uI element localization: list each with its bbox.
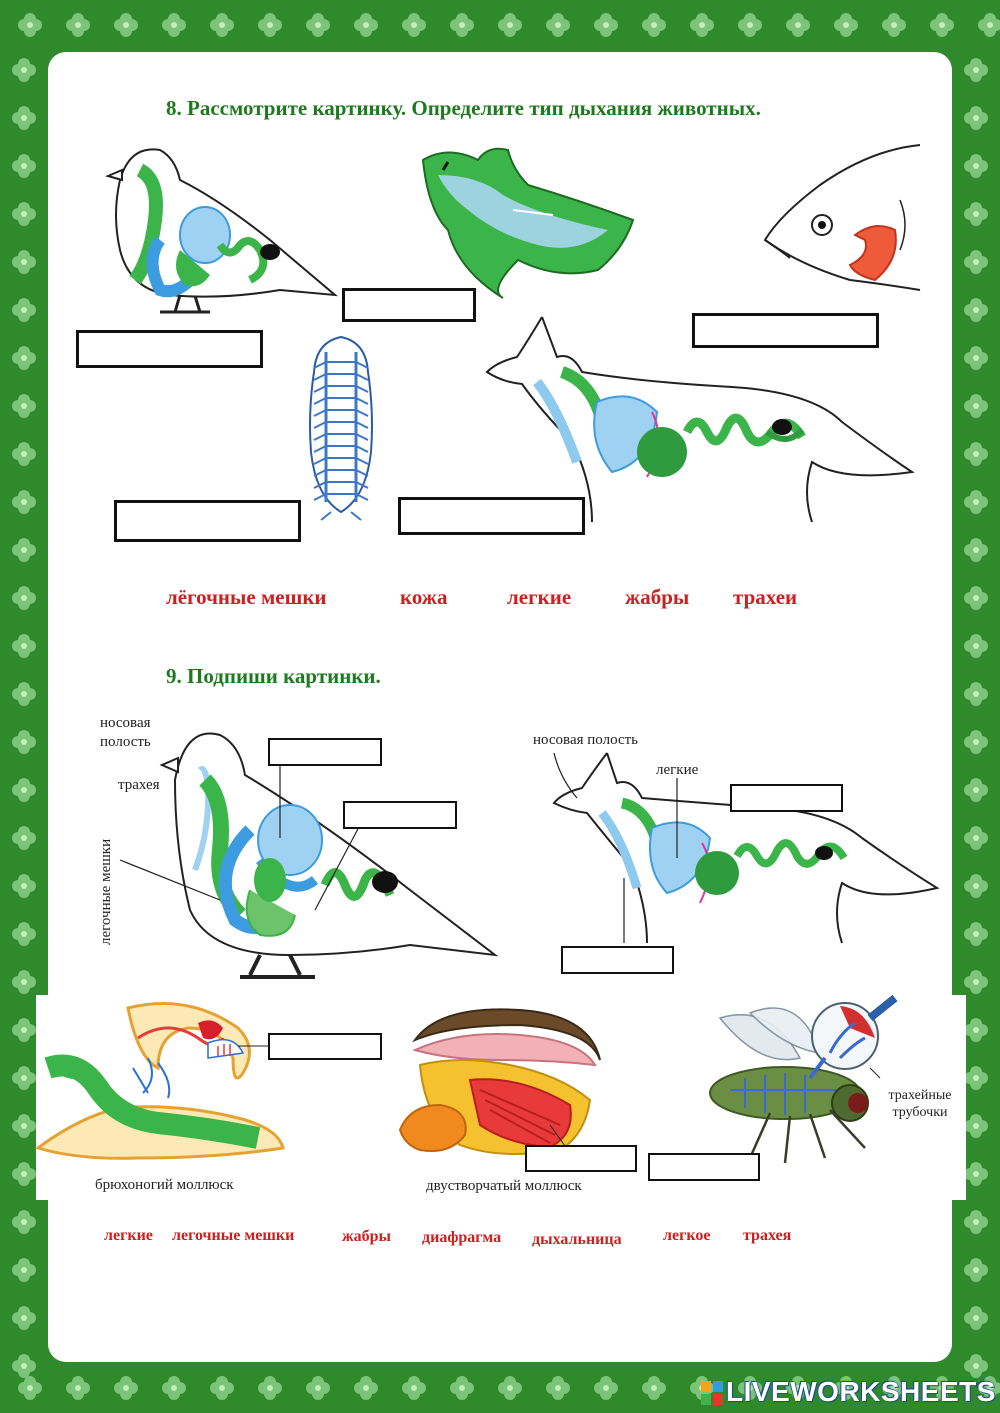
liveworksheets-logo: LIVEWORKSHEETS [700, 1376, 996, 1410]
trachea-branch [313, 469, 369, 477]
frog-skin-breathing-diagram [421, 147, 635, 299]
word9-trachea: трахея [743, 1227, 792, 1244]
fly-tracheae-diagram [709, 994, 898, 1164]
trachea-branch [313, 385, 369, 393]
liveworksheets-logo-text: LIVEWORKSHEETS [726, 1376, 996, 1407]
trachea-branch [313, 457, 369, 465]
dog-lungs-diagram [485, 316, 915, 523]
caption-gastropod: брюхоногий моллюск [95, 1177, 234, 1193]
answer-box-fish[interactable] [692, 313, 879, 348]
bivalve-mollusc-diagram [398, 1008, 601, 1155]
liveworksheets-logo-icon [701, 1381, 723, 1405]
word9-gills: жабры [342, 1228, 391, 1245]
word9-diaphragm: диафрагма [422, 1229, 502, 1246]
section8-title: 8. Рассмотрите картинку. Определите тип … [166, 96, 761, 120]
trachea-branch [313, 397, 369, 405]
answer-box-pigeon[interactable] [76, 330, 263, 368]
word-skin: кожа [400, 585, 448, 609]
label-nasal-cavity-dog: носовая полость [533, 732, 638, 748]
gastropod-mollusc-diagram [34, 1002, 285, 1160]
answer-box-fly[interactable] [648, 1153, 760, 1181]
answer-box-dog-1[interactable] [730, 784, 843, 812]
dog-respiratory-detailed-diagram [552, 752, 940, 944]
answer-box-insect[interactable] [114, 500, 301, 542]
word9-air-sacs: легочные мешки [172, 1227, 295, 1244]
answer-box-dog-2[interactable] [561, 946, 674, 974]
trachea-branch [313, 493, 369, 501]
pigeon-respiratory-diagram [105, 148, 339, 314]
answer-box-dog[interactable] [398, 497, 585, 535]
answer-box-gastropod[interactable] [268, 1033, 382, 1060]
bird-respiratory-detailed-diagram [119, 732, 499, 979]
trachea-branch [313, 361, 369, 369]
trachea-branch [313, 421, 369, 429]
label-air-sacs-bird: легочные мешки [98, 838, 114, 945]
answer-box-bird-1[interactable] [268, 738, 382, 766]
word-tracheae: трахеи [733, 585, 798, 609]
answer-box-bivalve[interactable] [525, 1145, 637, 1172]
word-gills: жабры [625, 585, 690, 609]
section9-title: 9. Подпиши картинки. [166, 664, 381, 688]
trachea-branch [313, 409, 369, 417]
label-lungs-dog: легкие [656, 762, 699, 778]
caption-bivalve: двустворчатый моллюск [426, 1178, 582, 1194]
word-air-sacs: лёгочные мешки [166, 585, 327, 609]
word9-lung: легкое [663, 1227, 711, 1244]
word9-breathing-hole: дыхальница [532, 1231, 622, 1248]
label-trachea-bird: трахея [118, 777, 160, 793]
answer-box-frog[interactable] [342, 288, 476, 322]
word9-lungs: легкие [104, 1227, 153, 1244]
fish-gills-diagram [763, 144, 921, 291]
trachea-branch [313, 481, 369, 489]
answer-box-bird-2[interactable] [343, 801, 457, 829]
label-nasal-cavity-bird: носовая полость [100, 715, 151, 750]
insect-tracheae-diagram [309, 335, 373, 521]
trachea-branch [313, 433, 369, 441]
trachea-branch [313, 373, 369, 381]
trachea-branch [313, 445, 369, 453]
word-lungs: легкие [507, 585, 572, 609]
caption-fly-trachea-tubes: трахейные трубочки [888, 1088, 952, 1120]
